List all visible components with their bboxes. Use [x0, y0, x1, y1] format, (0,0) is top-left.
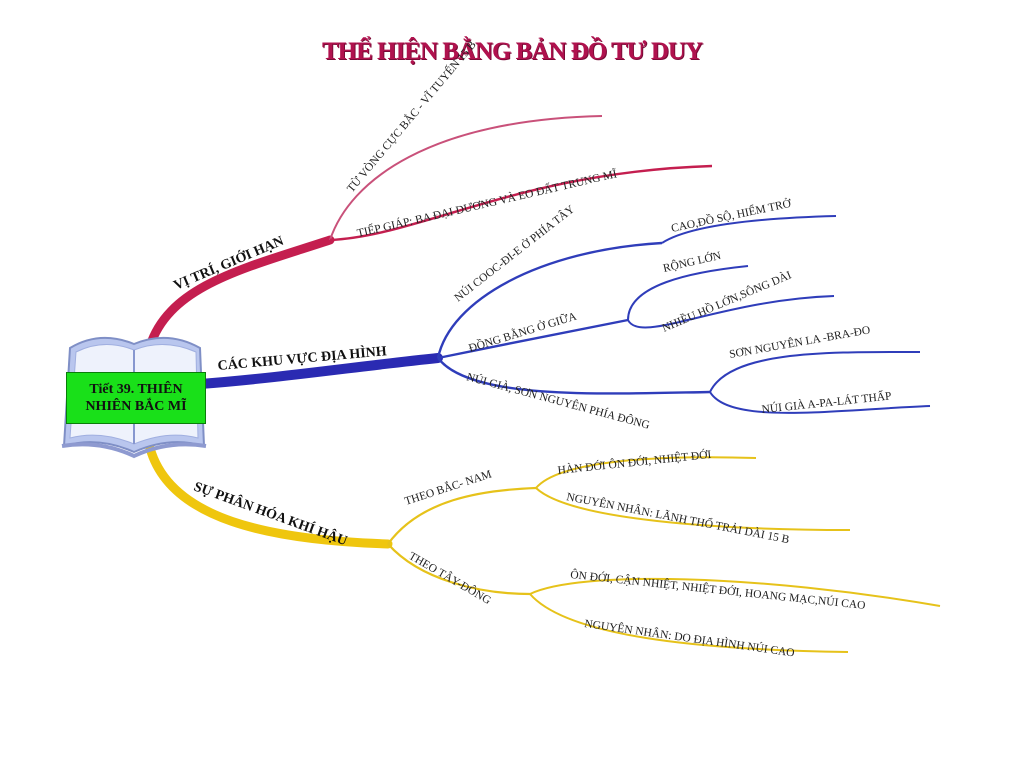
connector-climate-north-south: [387, 486, 537, 545]
connector-terrain-east: [437, 357, 711, 395]
terrain-middle-leaf2-label: NHIỀU HỒ LỚN,SÔNG DÀI: [659, 266, 793, 334]
connector-terrain-west: [436, 241, 663, 359]
branch-location: VỊ TRÍ, GIỚI HẠN TỪ VÒNG CỰC BẮC - VĨ TU…: [145, 37, 713, 351]
climate-ns-leaf2-label: NGUYÊN NHÂN: LÃNH THỔ TRẢI DÀI 15 B: [565, 488, 791, 546]
branch-climate-connector: [145, 443, 393, 549]
connector-location-lower: [329, 164, 713, 242]
connector-terrain-east-leaf2: [709, 391, 931, 414]
location-borders-label: TIẾP GIÁP: BA ĐẠI DƯƠNG VÀ EO ĐẤT TRUNG …: [355, 165, 618, 240]
connector-climate-we-leaf2: [529, 593, 849, 653]
climate-west-east-label: THEO TÂY-ĐÔNG: [407, 548, 494, 606]
connector-terrain-middle: [437, 318, 629, 360]
connector-climate-ns-leaf1: [535, 456, 757, 489]
connector-terrain-east-leaf1: [709, 350, 921, 393]
branch-terrain: CÁC KHU VỰC ĐỊA HÌNH NÚI COOC-ĐI-E Ở PHÍ…: [195, 195, 931, 432]
connector-location-upper: [329, 115, 603, 241]
central-topic: Tiết 39. THIÊN NHIÊN BẮC MĨ: [66, 372, 206, 424]
climate-we-leaf2-label: NGUYÊN NHÂN: DO ĐỊA HÌNH NÚI CAO: [584, 616, 796, 659]
terrain-middle-label: ĐỒNG BẰNG Ở GIỮA: [466, 308, 578, 355]
connector-climate-ns-leaf2: [535, 487, 851, 531]
branch-location-connector: [145, 235, 335, 351]
branch-climate: SỰ PHÂN HÓA KHÍ HẬU THEO BẮC- NAM HÀN ĐỚ…: [145, 443, 941, 659]
connector-climate-west-east: [387, 543, 531, 596]
terrain-west-leaf-label: CAO,ĐỒ SỘ, HIỂM TRỞ: [670, 195, 793, 235]
climate-ns-leaf1-label: HÀN ĐỚI ÔN ĐỚI, NHIỆT ĐỚI: [557, 447, 712, 477]
page-title: THỂ HIỆN BẰNG BẢN ĐỒ TƯ DUY: [322, 38, 703, 65]
terrain-west-label: NÚI COOC-ĐI-E Ở PHÍA TÂY: [451, 201, 577, 304]
branch-terrain-connector: [195, 353, 443, 389]
terrain-east-label: NÚI GIÀ, SƠN NGUYÊN PHÍA ĐÔNG: [465, 369, 651, 431]
connector-terrain-middle-leaf2: [627, 295, 835, 329]
connector-terrain-middle-leaf1: [627, 265, 749, 321]
connector-climate-we-leaf1: [529, 577, 941, 607]
location-extent-label: TỪ VÒNG CỰC BẮC - VĨ TUYẾN 15 B: [343, 37, 479, 195]
connector-terrain-west-leaf: [661, 215, 837, 244]
